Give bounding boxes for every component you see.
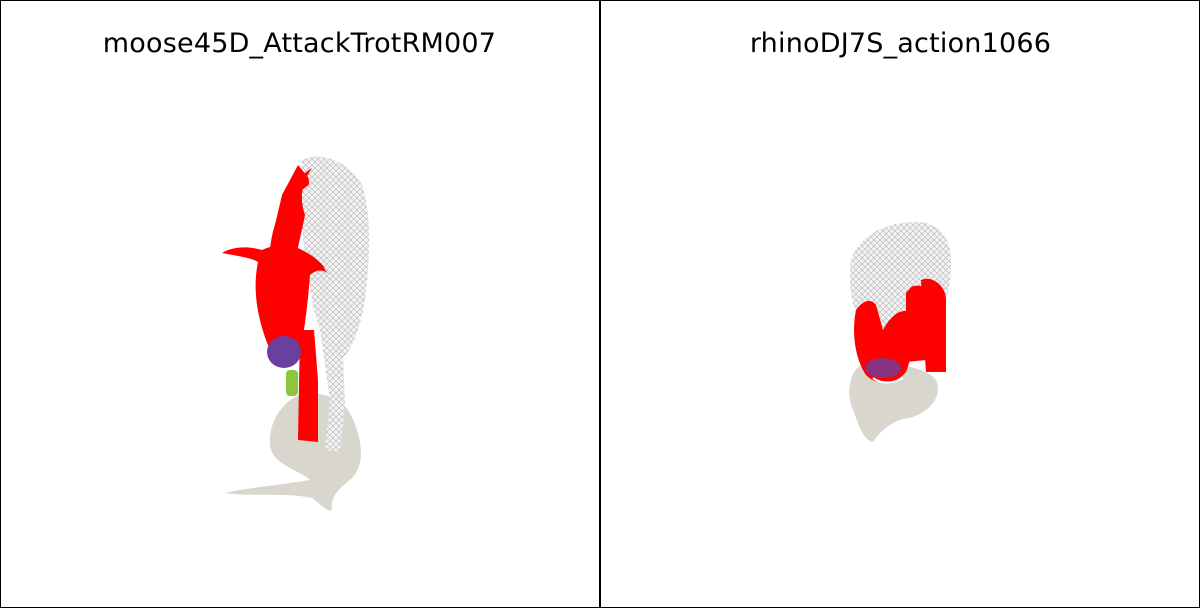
moose-antler-spike (275, 165, 312, 225)
moose-snout (267, 336, 301, 368)
panel-title-right: rhinoDJ7S_action1066 (749, 28, 1052, 59)
rhino-mouth (872, 377, 904, 384)
rhino-shadow (849, 364, 938, 442)
moose-head (222, 245, 330, 358)
rhino-snout (865, 358, 901, 378)
moose-mesh-overlay (308, 171, 364, 300)
moose-tongue (286, 370, 298, 396)
panel-divider (599, 0, 601, 608)
rhino-mesh-overlay (854, 228, 944, 300)
panel-left: moose45D_AttackTrotRM007 (0, 0, 599, 608)
panel-right: rhinoDJ7S_action1066 (601, 0, 1200, 608)
moose-render (222, 156, 370, 511)
moose-front-leg (298, 330, 318, 442)
panel-title-left: moose45D_AttackTrotRM007 (102, 28, 497, 59)
moose-hind-leg (320, 330, 345, 452)
moose-shadow (225, 393, 361, 511)
rhino-render (849, 222, 952, 442)
